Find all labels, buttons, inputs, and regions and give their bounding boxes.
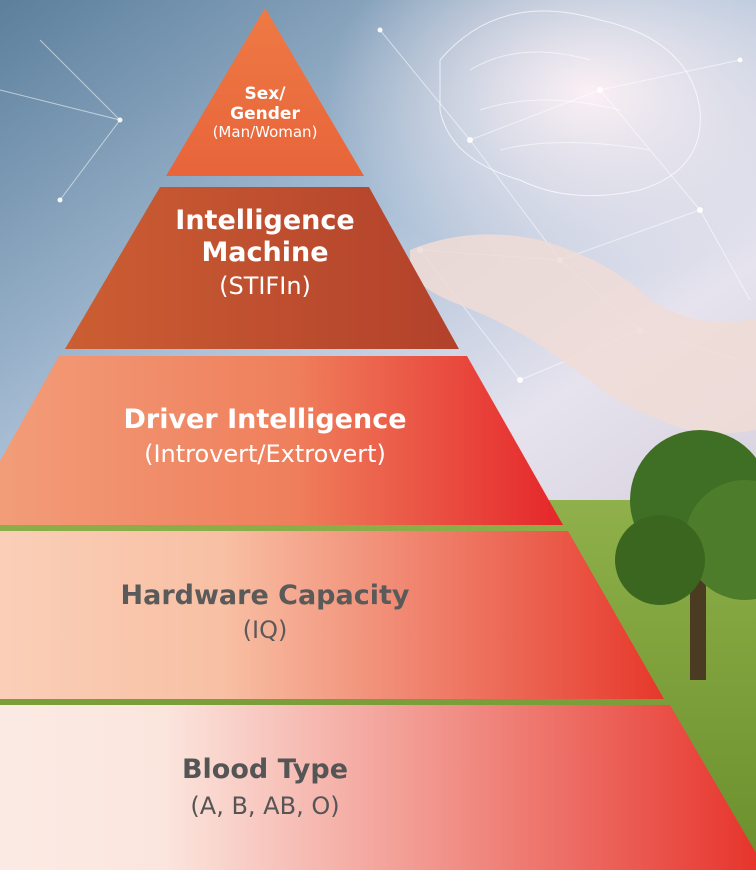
label-blood-type: Blood Type (A, B, AB, O)	[40, 754, 490, 820]
level-5-subtitle: (A, B, AB, O)	[190, 791, 340, 820]
level-1-title-line2: Gender	[230, 104, 300, 125]
label-hardware-capacity: Hardware Capacity (IQ)	[40, 580, 490, 644]
level-4-subtitle: (IQ)	[242, 615, 288, 644]
tier-driver-intelligence	[0, 356, 563, 525]
hand-icon	[410, 234, 756, 434]
level-5-title: Blood Type	[181, 754, 349, 785]
tier-hardware-capacity	[0, 531, 664, 699]
tree-icon	[615, 430, 756, 680]
tier-blood-type	[0, 705, 756, 870]
level-3-title: Driver Intelligence	[123, 404, 407, 435]
label-intelligence-machine: Intelligence Machine (STIFIn)	[120, 205, 410, 300]
level-2-title-line2: Machine	[201, 237, 329, 269]
level-4-title: Hardware Capacity	[120, 580, 410, 611]
level-1-title: Sex/	[244, 84, 286, 104]
tier-apex	[166, 8, 364, 176]
level-2-subtitle: (STIFIn)	[219, 271, 311, 300]
level-1-subtitle: (Man/Woman)	[212, 123, 318, 142]
label-sex-gender: Sex/ Gender (Man/Woman)	[160, 84, 370, 142]
tier-intelligence-machine	[65, 187, 459, 349]
level-2-title: Intelligence	[175, 205, 355, 236]
label-driver-intelligence: Driver Intelligence (Introvert/Extrovert…	[40, 404, 490, 468]
level-3-subtitle: (Introvert/Extrovert)	[144, 439, 386, 468]
